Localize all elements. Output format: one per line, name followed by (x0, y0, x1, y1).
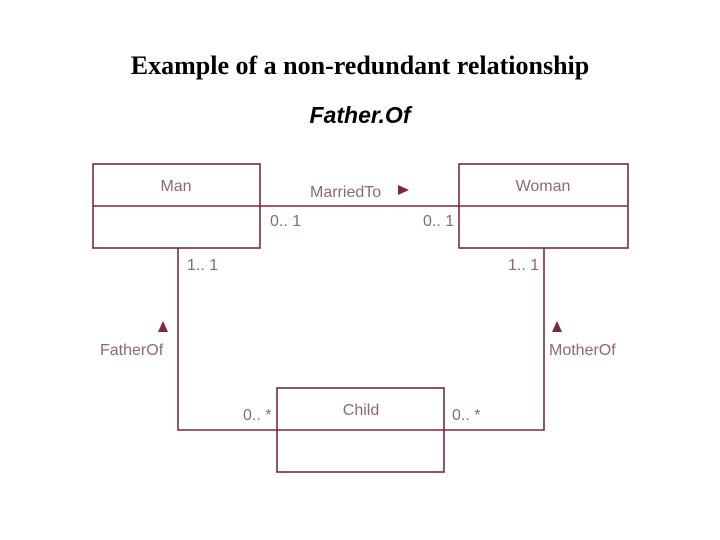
married-to-label: MarriedTo (310, 184, 381, 201)
triangle-up-icon (158, 321, 168, 332)
child-class-name: Child (343, 402, 379, 419)
slide-title: Example of a non-redundant relationship (130, 51, 590, 80)
man-father-multiplicity: 1.. 1 (187, 257, 218, 274)
man-married-multiplicity: 0.. 1 (270, 213, 301, 230)
child-father-multiplicity: 0.. * (243, 407, 271, 424)
slide-subtitle: Father.Of (309, 102, 411, 128)
triangle-up-icon (552, 321, 562, 332)
mother-of-line (444, 248, 545, 431)
triangle-right-icon (398, 185, 409, 195)
man-class-name: Man (160, 178, 191, 195)
father-of-line (177, 248, 277, 431)
father-of-label: FatherOf (100, 342, 164, 359)
woman-class-name: Woman (516, 178, 571, 195)
child-mother-multiplicity: 0.. * (452, 407, 480, 424)
mother-of-label: MotherOf (549, 342, 616, 359)
woman-mother-multiplicity: 1.. 1 (508, 257, 539, 274)
woman-married-multiplicity: 0.. 1 (423, 213, 454, 230)
